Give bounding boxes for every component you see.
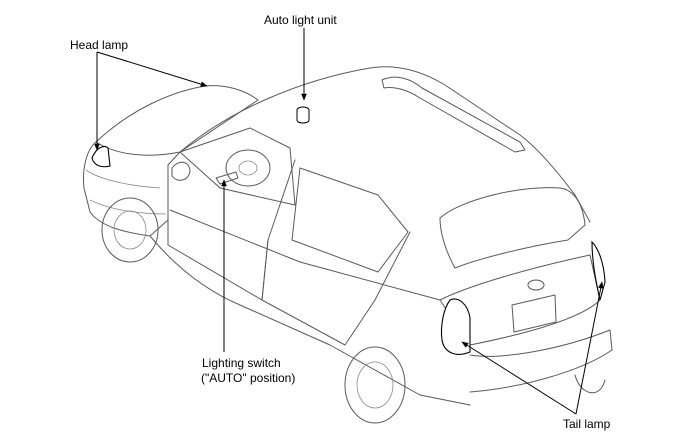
tail-lamp-left xyxy=(440,298,471,355)
vehicle-outline xyxy=(83,66,613,424)
steering-wheel-hub xyxy=(238,160,258,176)
tail-lamp-leader-right xyxy=(575,281,604,415)
windshield xyxy=(179,127,296,206)
tail-lamp-label: Tail lamp xyxy=(563,417,611,431)
lighting-switch-stalk xyxy=(215,171,239,185)
front-wheel-hub xyxy=(113,210,147,250)
leader-lines xyxy=(94,28,604,415)
rear-wheel xyxy=(344,346,406,424)
far-rear-wheel xyxy=(574,374,606,393)
tail-lamp-leader-left xyxy=(461,341,577,415)
vehicle-front xyxy=(83,141,181,237)
side-mirror xyxy=(171,161,191,181)
front-door xyxy=(167,159,296,301)
rear-door-window xyxy=(291,167,409,273)
auto-light-unit-label: Auto light unit xyxy=(264,13,337,27)
license-plate xyxy=(511,294,557,333)
rear-door xyxy=(261,231,411,346)
lighting-switch-label-line2: ("AUTO" position) xyxy=(201,371,296,385)
head-lamp xyxy=(91,145,111,168)
tail-lamp-right xyxy=(591,240,606,301)
roof-rail xyxy=(381,76,526,153)
front-bumper xyxy=(85,169,167,215)
vehicle-hood xyxy=(95,85,259,156)
hyundai-logo-icon xyxy=(527,279,545,291)
rear-bumper xyxy=(469,329,613,393)
rear-wheel-hub xyxy=(356,361,394,409)
front-wheel xyxy=(101,197,159,263)
head-lamp-label: Head lamp xyxy=(70,38,129,52)
vehicle-side-lower xyxy=(149,235,471,406)
vehicle-roof xyxy=(179,66,591,223)
auto-light-unit-icon xyxy=(296,106,310,124)
vehicle-beltline xyxy=(169,209,441,301)
lighting-switch-label-line1: Lighting switch xyxy=(202,356,281,370)
steering-wheel xyxy=(225,149,271,187)
rear-window xyxy=(439,187,586,269)
head-lamp-leader-hood xyxy=(96,51,208,87)
